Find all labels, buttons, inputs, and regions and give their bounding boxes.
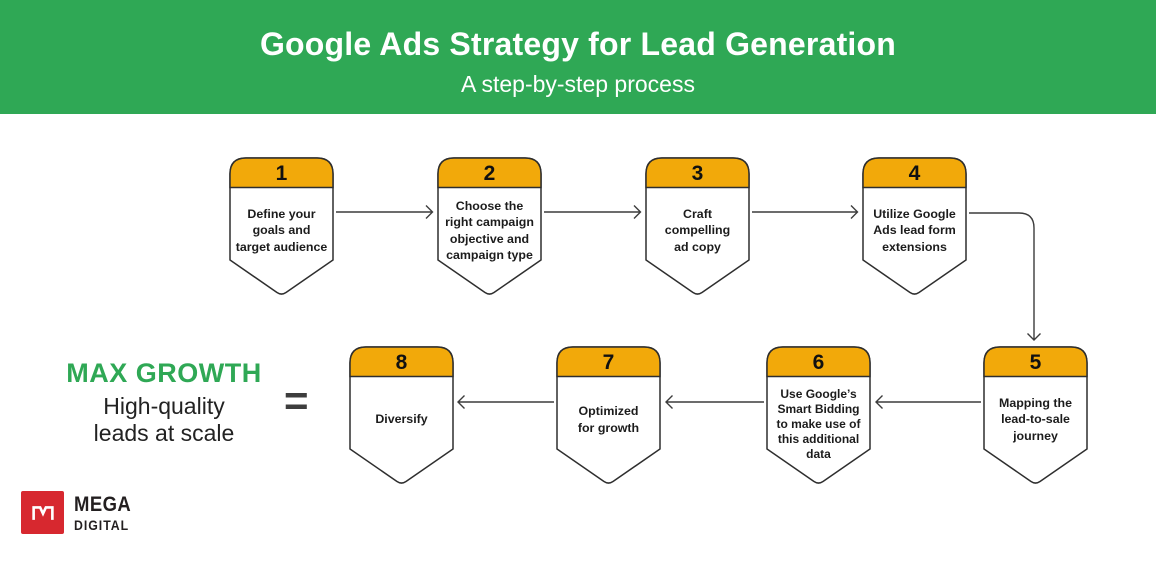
step-badge-2: 2 Choose the right campaign objective an… (437, 157, 542, 295)
step-text: Define your goals and target audience (235, 207, 328, 254)
step-text: Mapping the lead-to-sale journey (999, 396, 1072, 443)
brand-text: MEGA DIGITAL (74, 494, 131, 532)
header-banner: Google Ads Strategy for Lead Generation … (0, 0, 1156, 114)
main-title: Google Ads Strategy for Lead Generation (259, 26, 897, 62)
step-badge-5: 5 Mapping the lead-to-sale journey (983, 346, 1088, 484)
badge-shield-icon (349, 346, 454, 484)
result-headline: MAX GROWTH (66, 358, 262, 388)
arrow-2-3-icon (544, 205, 642, 219)
arrow-5-6-icon (875, 395, 981, 409)
arrow-1-2-icon (336, 205, 434, 219)
step-badge-6: 6 Use Google’s Smart Bidding to make use… (766, 346, 871, 484)
step-badge-7: 7 Optimized for growth (556, 346, 661, 484)
arrow-4-5-elbow-icon (969, 212, 1041, 341)
arrow-7-8-icon (457, 395, 554, 409)
step-number: 7 (602, 350, 615, 374)
step-number: 1 (275, 161, 288, 185)
brand-name-secondary: DIGITAL (74, 516, 130, 533)
step-number: 5 (1029, 350, 1042, 374)
equals-sign: = (284, 377, 309, 424)
step-number: 6 (812, 350, 825, 374)
step-text: Craft compelling ad copy (664, 207, 731, 254)
brand-logo: MEGA DIGITAL (21, 491, 139, 534)
brand-name: MEGA (74, 492, 132, 516)
result-block: MAX GROWTH High-quality leads at scale (55, 358, 273, 447)
step-number: 2 (483, 161, 496, 185)
step-badge-4: 4 Utilize Google Ads lead form extension… (862, 157, 967, 295)
step-text: Choose the right campaign objective and … (445, 199, 534, 262)
badge-shield-icon (862, 157, 967, 295)
arrow-6-7-icon (665, 395, 764, 409)
step-badge-8: 8 Diversify (349, 346, 454, 484)
badge-shield-icon (556, 346, 661, 484)
badge-shield-icon (437, 157, 542, 295)
badge-shield-icon (645, 157, 750, 295)
badge-shield-icon (983, 346, 1088, 484)
subtitle: A step-by-step process (461, 71, 695, 97)
badge-shield-icon (229, 157, 334, 295)
step-badge-3: 3 Craft compelling ad copy (645, 157, 750, 295)
step-text: Diversify (375, 412, 428, 427)
step-text: Optimized for growth (577, 404, 640, 435)
step-text: Utilize Google Ads lead form extensions (873, 207, 956, 254)
step-number: 4 (908, 161, 921, 185)
mega-digital-m-icon (21, 491, 64, 534)
arrow-3-4-icon (752, 205, 859, 219)
step-badge-1: 1 Define your goals and target audience (229, 157, 334, 295)
badge-shield-icon (766, 346, 871, 484)
step-number: 8 (395, 350, 408, 374)
step-text: Use Google’s Smart Bidding to make use o… (776, 386, 861, 462)
step-number: 3 (691, 161, 704, 185)
result-description: High-quality leads at scale (93, 393, 235, 447)
